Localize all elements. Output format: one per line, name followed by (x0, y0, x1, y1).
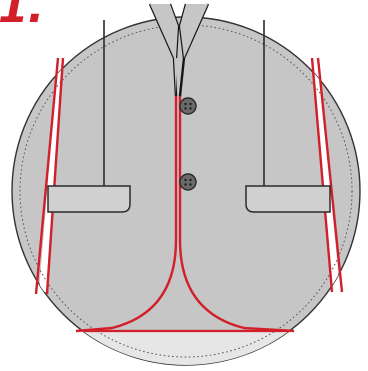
step-number-label: 1. (0, 0, 43, 30)
top-button (180, 98, 196, 114)
left-pocket-flap (48, 186, 130, 212)
right-pocket-flap (246, 186, 330, 212)
bottom-button (180, 174, 196, 190)
